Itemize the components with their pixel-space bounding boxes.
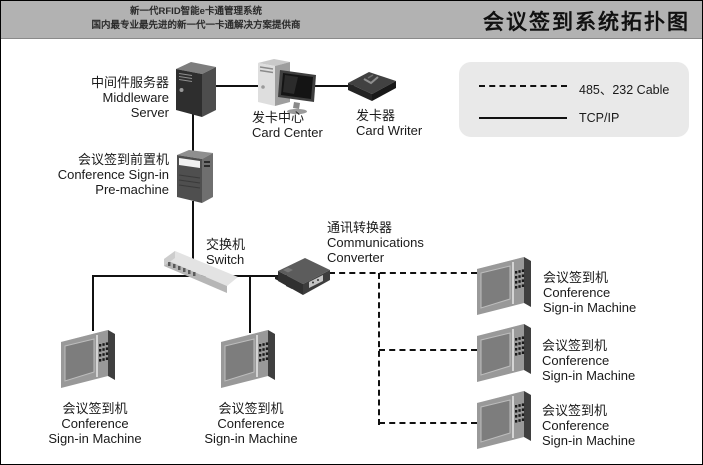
cable-tcpip-premachine-switch — [192, 201, 194, 263]
legend-solid-line — [479, 117, 567, 119]
label-en: Pre-machine — [95, 182, 169, 197]
label-en: Server — [130, 105, 169, 120]
signin-terminal-icon — [477, 257, 531, 315]
label-en: Conference Sign-in — [57, 167, 169, 182]
label-signin-machine-r1: 会议签到机 Conference Sign-in Machine — [543, 270, 636, 315]
label-zh: 发卡器 — [356, 108, 396, 123]
server-icon — [176, 62, 216, 117]
label-zh: 会议签到前置机 — [77, 152, 169, 167]
tagline-line1: 新一代RFID智能e卡通管理系统 — [130, 6, 262, 17]
label-signin-machine-a: 会议签到机 Conference Sign-in Machine — [33, 401, 157, 446]
signin-terminal-icon — [61, 330, 115, 388]
cable-485-r2 — [379, 349, 477, 351]
label-en: Communications — [327, 235, 424, 250]
label-card-writer: 发卡器 Card Writer — [356, 108, 422, 138]
header-bar: 新一代RFID智能e卡通管理系统 国内最专业最先进的新一代一卡通解决方案提供商 … — [1, 1, 702, 39]
page-title: 会议签到系统拓扑图 — [483, 11, 690, 34]
cable-tcpip-server-cardcenter — [206, 85, 261, 87]
signin-terminal-icon — [477, 391, 531, 449]
label-en: Sign-in Machine — [542, 368, 636, 383]
label-en: Sign-in Machine — [542, 433, 636, 448]
label-zh: 会议签到机 — [543, 270, 609, 285]
label-en: Card Writer — [356, 123, 423, 138]
label-zh: 中间件服务器 — [90, 75, 169, 90]
cable-485-r3 — [379, 422, 477, 424]
legend-dashed-label: 485、232 Cable — [579, 83, 670, 97]
label-middleware-server: 中间件服务器 Middleware Server — [37, 75, 169, 120]
label-zh: 发卡中心 — [252, 110, 305, 125]
cable-485-converter-r1 — [329, 272, 477, 274]
label-switch: 交换机 Switch — [206, 237, 245, 267]
signin-terminal-icon — [477, 324, 531, 382]
label-signin-machine-b: 会议签到机 Conference Sign-in Machine — [189, 401, 313, 446]
label-zh: 会议签到机 — [542, 338, 608, 353]
cable-tcpip-drop-machine-b — [249, 276, 251, 333]
label-zh: 会议签到机 — [542, 403, 608, 418]
label-en: Conference — [542, 418, 610, 433]
switch-icon — [164, 251, 238, 293]
label-signin-machine-r2: 会议签到机 Conference Sign-in Machine — [542, 338, 635, 383]
label-en: Card Center — [252, 125, 323, 140]
label-zh: 交换机 — [206, 237, 246, 252]
cable-tcpip-drop-machine-a — [92, 276, 94, 331]
label-en: Sign-in Machine — [543, 300, 637, 315]
label-zh: 会议签到机 — [218, 401, 284, 416]
label-converter: 通讯转换器 Communications Converter — [327, 220, 424, 265]
label-card-center: 发卡中心 Card Center — [252, 110, 323, 140]
label-en: Middleware — [102, 90, 169, 105]
desktop-pc-icon — [258, 59, 316, 115]
label-pre-machine: 会议签到前置机 Conference Sign-in Pre-machine — [27, 152, 169, 197]
label-en: Conference — [217, 416, 285, 431]
converter-icon — [275, 258, 330, 295]
signin-terminal-icon — [221, 330, 275, 388]
tagline-line2: 国内最专业最先进的新一代一卡通解决方案提供商 — [91, 19, 301, 31]
legend-dashed-line — [479, 85, 567, 87]
legend-solid-label: TCP/IP — [579, 111, 620, 125]
legend — [459, 62, 689, 137]
label-en: Conference — [61, 416, 129, 431]
label-signin-machine-r3: 会议签到机 Conference Sign-in Machine — [542, 403, 635, 448]
tower-icon — [177, 150, 213, 203]
label-zh: 会议签到机 — [62, 401, 128, 416]
label-en: Switch — [206, 252, 245, 267]
card-writer-icon — [348, 72, 396, 101]
company-tagline: 新一代RFID智能e卡通管理系统 国内最专业最先进的新一代一卡通解决方案提供商 — [89, 5, 303, 32]
label-en: Conference — [542, 353, 610, 368]
cable-tcpip-cardcenter-writer — [299, 85, 354, 87]
label-en: Sign-in Machine — [48, 431, 142, 446]
cable-tcpip-server-premachine — [192, 111, 194, 153]
label-en: Conference — [543, 285, 611, 300]
label-en: Sign-in Machine — [204, 431, 298, 446]
label-zh: 通讯转换器 — [327, 220, 393, 235]
label-en: Converter — [327, 250, 385, 265]
